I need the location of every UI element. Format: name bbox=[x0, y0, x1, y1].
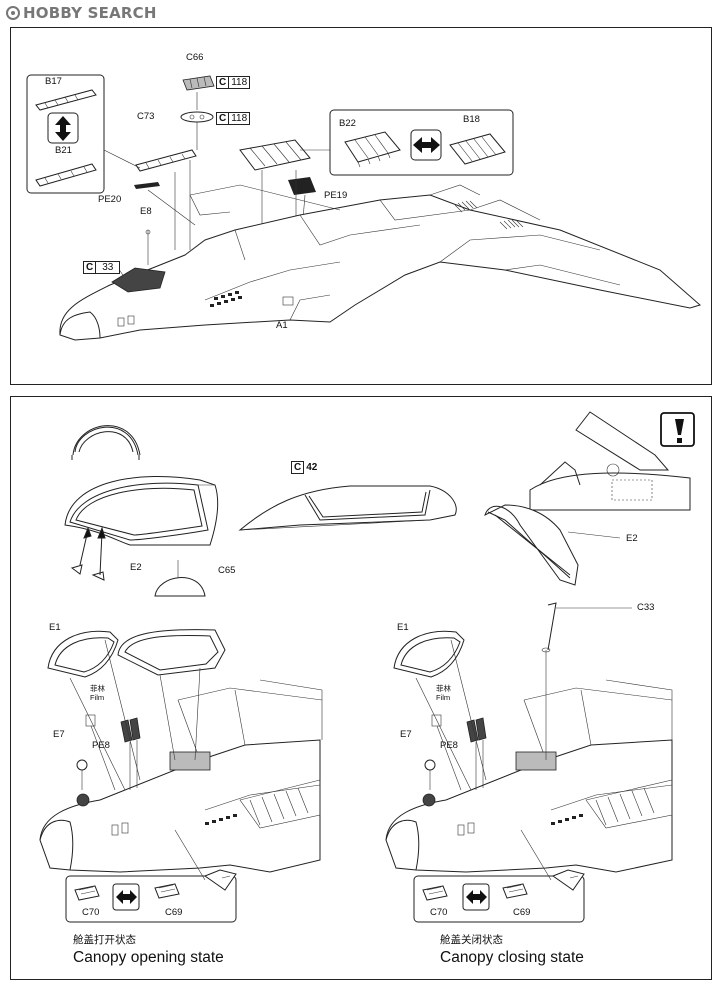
step-panel-top bbox=[10, 27, 712, 385]
label-film-left-zh: 菲林 bbox=[90, 684, 105, 693]
engine-grilles bbox=[454, 200, 524, 230]
label-a1: A1 bbox=[276, 320, 288, 331]
ref-c118-a-n: 118 bbox=[231, 77, 248, 88]
c65-part-drawing bbox=[154, 560, 206, 597]
label-pe8-right: PE8 bbox=[440, 740, 458, 751]
ref-c33: C 33 bbox=[83, 261, 121, 274]
c33-part-drawing bbox=[111, 267, 166, 293]
right-c70-c69-callout bbox=[413, 869, 585, 923]
b17-b21-callout-box bbox=[26, 74, 105, 194]
c66-part-drawing bbox=[182, 75, 215, 91]
e8-part-drawing bbox=[145, 229, 151, 235]
caption-open-state: 舱盖打开状态 Canopy opening state bbox=[73, 932, 224, 967]
canopy-frame-part-drawing bbox=[71, 425, 141, 460]
b22-b18-callout-box bbox=[329, 109, 514, 176]
hinge-parts bbox=[70, 564, 105, 581]
label-film-left-en: Film bbox=[90, 693, 105, 702]
label-b22: B22 bbox=[339, 118, 356, 129]
label-c66: C66 bbox=[186, 52, 204, 63]
b21-installed-rack bbox=[135, 149, 197, 172]
ref-c118-b: C 118 bbox=[216, 112, 251, 125]
c33-pole-drawing bbox=[541, 602, 557, 653]
caption-close-zh: 舱盖关闭状态 bbox=[440, 934, 503, 946]
caption-open-en: Canopy opening state bbox=[73, 949, 224, 966]
ref-c42: C 42 bbox=[291, 461, 319, 474]
label-e7-right: E7 bbox=[400, 729, 412, 740]
hobby-search-logo: HOBBY SEARCH bbox=[6, 4, 157, 22]
pe19-part-drawing bbox=[288, 177, 316, 195]
label-c69-left: C69 bbox=[165, 907, 183, 918]
e2-canopy-left-drawing bbox=[64, 475, 219, 546]
step-panel-bottom bbox=[10, 396, 712, 980]
label-e2-right: E2 bbox=[626, 533, 638, 544]
ref-c118-b-n: 118 bbox=[231, 113, 248, 124]
label-pe8-left: PE8 bbox=[92, 740, 110, 751]
ref-c118-a-c: C bbox=[217, 77, 230, 88]
c42-canopy-drawing bbox=[238, 485, 457, 531]
caption-open-zh: 舱盖打开状态 bbox=[73, 934, 136, 946]
label-b21: B21 bbox=[55, 145, 72, 156]
exclamation-icon bbox=[660, 412, 695, 447]
side-vents bbox=[210, 291, 242, 307]
label-e2-left: E2 bbox=[130, 562, 142, 573]
b22-part-drawing bbox=[344, 131, 401, 168]
ref-c33-c: C bbox=[84, 262, 97, 273]
label-e7-left: E7 bbox=[53, 729, 65, 740]
label-film-right-zh: 菲林 bbox=[436, 684, 451, 693]
e2-canopy-right-drawing bbox=[484, 504, 579, 586]
up-down-arrow-icon bbox=[47, 112, 79, 144]
label-c69-right: C69 bbox=[513, 907, 531, 918]
ref-c42-n: 42 bbox=[306, 462, 318, 473]
ref-c42-c: C bbox=[291, 461, 305, 474]
label-e1-right: E1 bbox=[397, 622, 409, 633]
label-b17: B17 bbox=[45, 76, 62, 87]
cockpit-detail-inset bbox=[529, 411, 691, 511]
b21-part-drawing bbox=[35, 163, 97, 187]
logo-text: HOBBY SEARCH bbox=[23, 4, 157, 22]
left-aircraft-assembly bbox=[39, 629, 323, 881]
left-c70-c69-callout bbox=[65, 869, 237, 923]
b17-part-drawing bbox=[35, 89, 97, 111]
label-c70-left: C70 bbox=[82, 907, 100, 918]
ref-c118-a: C 118 bbox=[216, 76, 251, 89]
left-right-arrow-icon bbox=[410, 129, 442, 161]
label-c65: C65 bbox=[218, 565, 236, 576]
label-c33: C33 bbox=[637, 602, 655, 613]
right-aircraft-assembly bbox=[385, 630, 673, 881]
label-e1-left: E1 bbox=[49, 622, 61, 633]
cockpit-windows bbox=[117, 315, 135, 327]
label-c70-right: C70 bbox=[430, 907, 448, 918]
b18-part-drawing bbox=[449, 133, 506, 165]
label-e8: E8 bbox=[140, 206, 152, 217]
b22-installed-grid bbox=[239, 139, 311, 171]
hinge-arrows bbox=[79, 526, 106, 576]
e2-right-leader bbox=[567, 531, 621, 539]
ref-c33-n: 33 bbox=[102, 262, 114, 273]
pe20-part-drawing bbox=[134, 182, 160, 189]
logo-circle-icon bbox=[6, 6, 20, 20]
caption-close-state: 舱盖关闭状态 Canopy closing state bbox=[440, 932, 584, 967]
label-pe19: PE19 bbox=[324, 190, 348, 201]
ref-c118-b-c: C bbox=[217, 113, 230, 124]
label-b18: B18 bbox=[463, 114, 480, 125]
label-pe20: PE20 bbox=[98, 194, 122, 205]
caption-close-en: Canopy closing state bbox=[440, 949, 584, 966]
label-c73: C73 bbox=[137, 111, 155, 122]
label-film-right-en: Film bbox=[436, 693, 451, 702]
